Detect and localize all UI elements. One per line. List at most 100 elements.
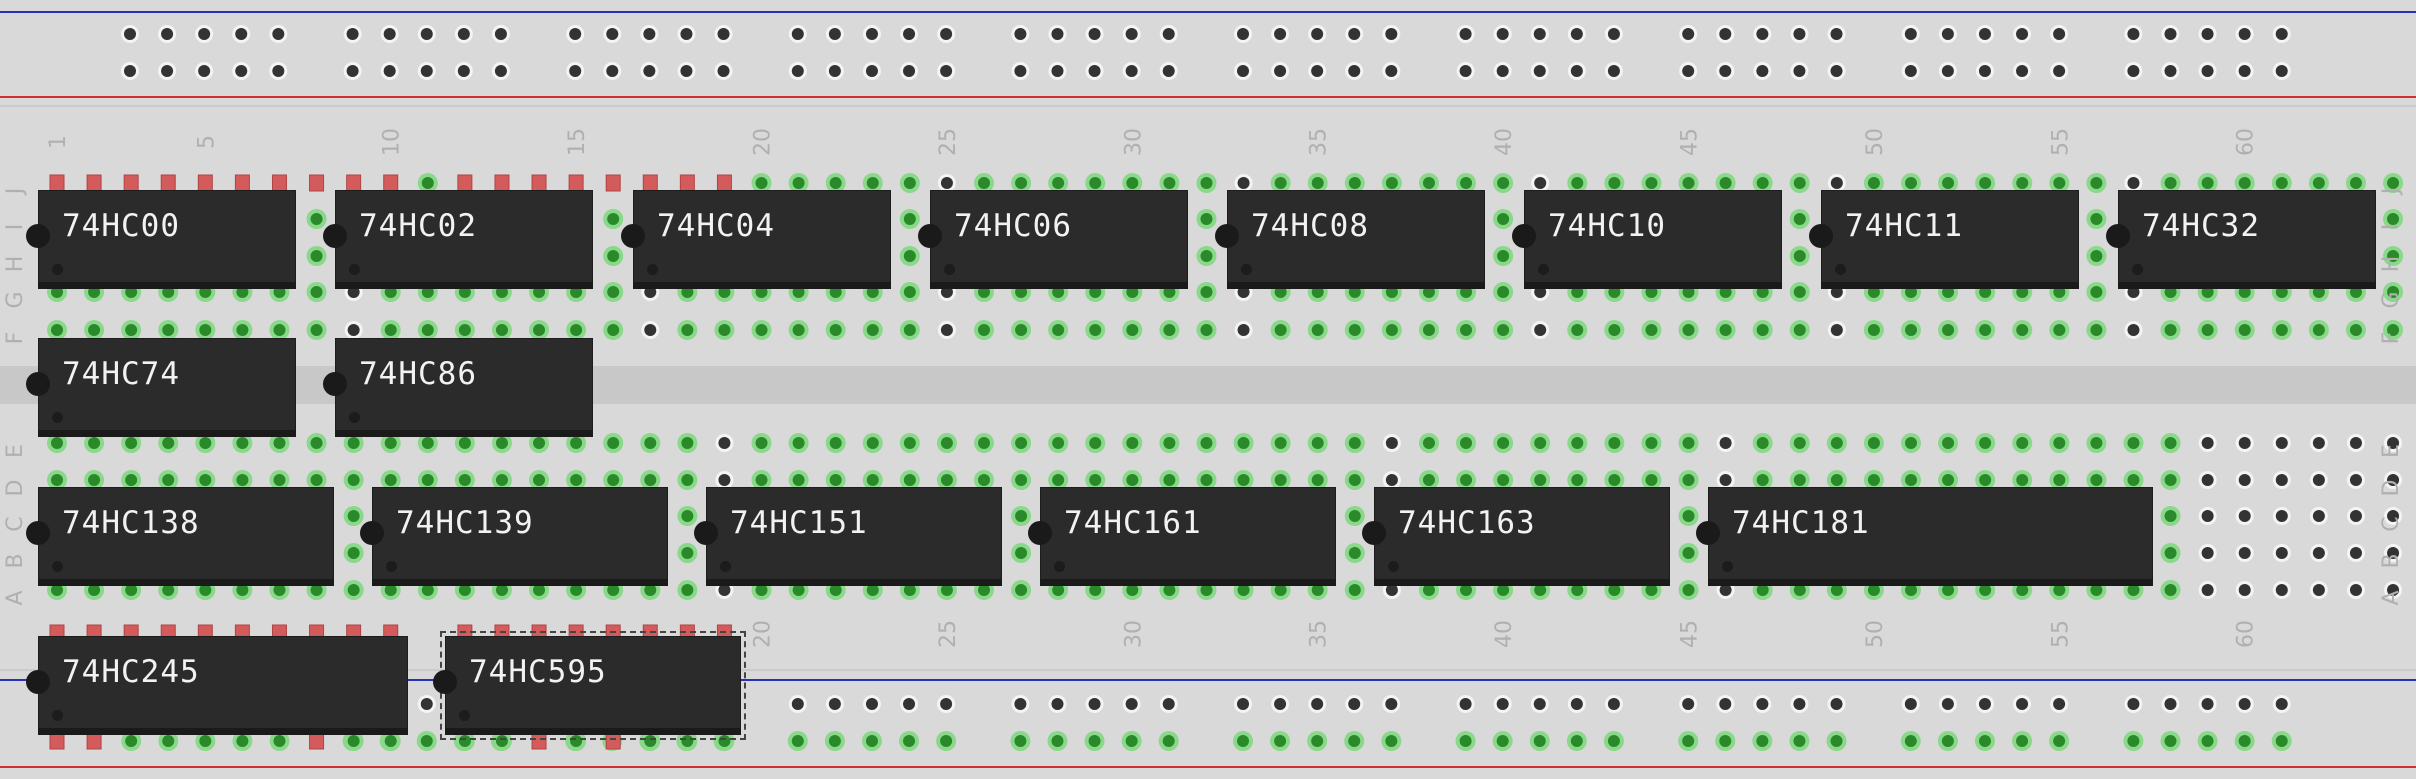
chip-74hc10[interactable]: 74HC10	[1512, 190, 1782, 289]
pin-hole[interactable]	[677, 731, 698, 751]
hole-F48[interactable]	[1789, 320, 1810, 340]
hole-E38[interactable]	[1418, 433, 1439, 453]
rail-hole[interactable]	[1604, 695, 1623, 713]
hole-D3[interactable]	[121, 470, 142, 490]
rail-hole[interactable]	[417, 25, 436, 43]
hole-F60[interactable]	[2234, 320, 2255, 340]
hole-D37[interactable]	[1382, 471, 1401, 489]
hole-D29[interactable]	[1085, 470, 1106, 490]
rail-hole[interactable]	[787, 731, 808, 751]
hole-C59[interactable]	[2198, 507, 2217, 525]
hole-F37[interactable]	[1381, 320, 1402, 340]
hole-J43[interactable]	[1604, 173, 1625, 193]
hole-D33[interactable]	[1233, 470, 1254, 490]
hole-F45[interactable]	[1678, 320, 1699, 340]
pin-hole[interactable]	[454, 731, 475, 751]
rail-hole[interactable]	[1345, 695, 1364, 713]
hole-J18[interactable]	[679, 174, 695, 192]
hole-E62[interactable]	[2309, 434, 2328, 452]
hole-J7[interactable]	[271, 174, 287, 192]
rail-hole[interactable]	[937, 25, 956, 43]
hole-F57[interactable]	[2124, 321, 2143, 339]
hole-J11[interactable]	[417, 173, 438, 193]
hole-D43[interactable]	[1604, 470, 1625, 490]
rail-hole[interactable]	[1344, 731, 1365, 751]
chip-74hc86[interactable]: 74HC86	[323, 338, 593, 437]
pin-hole[interactable]	[158, 731, 179, 751]
hole-D63[interactable]	[2346, 471, 2365, 489]
rail-hole[interactable]	[2272, 62, 2291, 80]
rail-hole[interactable]	[1975, 695, 1994, 713]
rail-hole[interactable]	[1308, 62, 1327, 80]
rail-hole[interactable]	[1011, 695, 1030, 713]
hole-J41[interactable]	[1531, 174, 1550, 192]
hole-F14[interactable]	[529, 320, 550, 340]
hole-D18[interactable]	[677, 470, 698, 490]
rail-hole[interactable]	[1122, 62, 1141, 80]
rail-hole[interactable]	[1234, 25, 1252, 43]
hole-J48[interactable]	[1789, 173, 1810, 193]
rail-hole[interactable]	[1679, 695, 1698, 713]
hole-F53[interactable]	[1975, 320, 1996, 340]
hole-E9[interactable]	[343, 433, 364, 453]
hole-D23[interactable]	[862, 470, 883, 490]
hole-F62[interactable]	[2308, 320, 2329, 340]
hole-D6[interactable]	[232, 470, 253, 490]
hole-F52[interactable]	[1938, 320, 1959, 340]
rail-hole[interactable]	[1493, 25, 1512, 43]
hole-F64[interactable]	[2383, 320, 2404, 340]
hole-H32[interactable]	[1196, 246, 1217, 266]
hole-G32[interactable]	[1196, 282, 1217, 302]
hole-B45[interactable]	[1678, 543, 1699, 563]
rail-hole[interactable]	[2198, 25, 2217, 43]
rail-hole[interactable]	[491, 25, 510, 43]
rail-hole[interactable]	[1530, 62, 1549, 80]
hole-C62[interactable]	[2309, 507, 2328, 525]
hole-F63[interactable]	[2345, 320, 2366, 340]
hole-B27[interactable]	[1011, 543, 1032, 563]
rail-hole[interactable]	[232, 25, 251, 43]
hole-D21[interactable]	[788, 470, 809, 490]
hole-E14[interactable]	[529, 433, 550, 453]
rail-hole[interactable]	[1271, 62, 1290, 80]
rail-hole[interactable]	[380, 62, 399, 80]
pin-hole[interactable]	[86, 732, 102, 750]
hole-D15[interactable]	[566, 470, 587, 490]
rail-hole[interactable]	[1938, 25, 1957, 43]
rail-hole[interactable]	[1048, 695, 1067, 713]
rail-hole[interactable]	[1790, 62, 1809, 80]
hole-F61[interactable]	[2271, 320, 2292, 340]
hole-E41[interactable]	[1530, 433, 1551, 453]
hole-F47[interactable]	[1752, 320, 1773, 340]
hole-E2[interactable]	[84, 433, 105, 453]
hole-J36[interactable]	[1344, 173, 1365, 193]
hole-I32[interactable]	[1196, 209, 1217, 229]
chip-74hc138[interactable]: 74HC138	[26, 487, 334, 586]
hole-J49[interactable]	[1827, 174, 1846, 192]
hole-J59[interactable]	[2197, 173, 2218, 193]
hole-D12[interactable]	[454, 470, 475, 490]
hole-E19[interactable]	[715, 434, 734, 452]
hole-D51[interactable]	[1901, 470, 1921, 490]
hole-A62[interactable]	[2309, 581, 2328, 599]
hole-G48[interactable]	[1789, 282, 1810, 302]
hole-D50[interactable]	[1863, 470, 1884, 490]
chip-74hc161[interactable]: 74HC161	[1028, 487, 1336, 586]
hole-J13[interactable]	[494, 174, 510, 192]
hole-E54[interactable]	[2012, 433, 2033, 453]
hole-D44[interactable]	[1641, 470, 1662, 490]
hole-F49[interactable]	[1827, 321, 1846, 339]
rail-hole[interactable]	[1975, 62, 1994, 80]
hole-E51[interactable]	[1901, 433, 1921, 453]
hole-D48[interactable]	[1789, 470, 1810, 490]
hole-B62[interactable]	[2309, 544, 2328, 562]
hole-H40[interactable]	[1493, 246, 1514, 266]
hole-A63[interactable]	[2346, 581, 2365, 599]
rail-hole[interactable]	[714, 25, 733, 43]
rail-hole[interactable]	[1492, 731, 1513, 751]
pin-hole[interactable]	[195, 731, 216, 751]
hole-C60[interactable]	[2235, 507, 2254, 525]
hole-F28[interactable]	[1048, 320, 1069, 340]
rail-hole[interactable]	[1382, 695, 1401, 713]
rail-hole[interactable]	[1159, 695, 1178, 713]
